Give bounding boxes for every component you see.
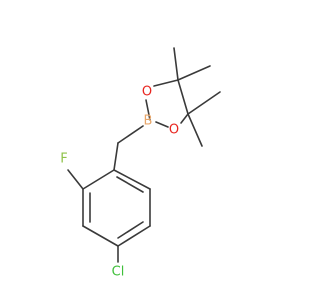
bond-ring-f	[67, 169, 84, 190]
methyl-groups	[173, 47, 221, 147]
bond-b-o-top	[145, 99, 151, 121]
ring-bond-1	[113, 169, 151, 190]
bond-c5-o-bottom	[180, 113, 189, 124]
molecule-structure-diagram: O O B F Cl	[60, 47, 221, 280]
ring-double-1	[116, 176, 144, 193]
chlorine-label: Cl	[112, 265, 125, 280]
bond-b-ch2	[117, 125, 144, 144]
methyl-c5-right	[187, 91, 221, 115]
bond-ch2-ring	[113, 142, 119, 171]
methyl-c4-up	[173, 47, 179, 81]
methyl-c4-right	[177, 65, 211, 81]
bond-o-bottom-b	[155, 121, 169, 128]
benzene-ring	[82, 169, 151, 247]
bond-c4-c5	[177, 79, 189, 115]
oxygen-top-label: O	[142, 85, 152, 100]
oxygen-bottom-label: O	[169, 123, 179, 138]
ring-double-2	[117, 221, 144, 239]
fluorine-label: F	[60, 152, 67, 167]
atom-labels: O O B F Cl	[60, 85, 179, 280]
dioxaborolane-ring	[145, 79, 189, 128]
benzylic-linkage	[113, 125, 144, 171]
ring-bond-3	[117, 225, 151, 247]
methyl-c5-down	[187, 113, 203, 147]
ring-bond-6	[82, 169, 115, 190]
ring-bond-4	[82, 225, 119, 247]
boron-label: B	[144, 114, 153, 129]
substituent-bonds	[67, 169, 119, 263]
bond-o-top-c4	[153, 79, 179, 87]
